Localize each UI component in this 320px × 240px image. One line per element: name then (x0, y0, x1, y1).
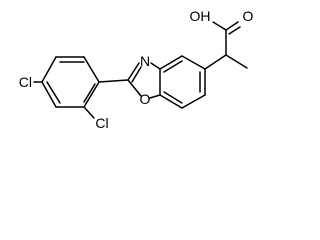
hydroxyl-label: OH (190, 8, 211, 24)
bond (41, 56, 57, 83)
bond (163, 91, 183, 104)
atom-labels: Cl Cl N O OH O (19, 8, 254, 131)
bond (131, 66, 142, 83)
bond (204, 54, 227, 70)
bond-lines (33, 21, 248, 119)
bond (163, 60, 183, 73)
chlorine-label-left: Cl (19, 74, 32, 90)
bond (83, 56, 100, 83)
bond (83, 83, 96, 103)
nitrogen-label: N (140, 53, 150, 69)
bond (127, 62, 140, 81)
chlorine-label-bottom: Cl (95, 115, 108, 131)
bond (228, 26, 241, 35)
bond (41, 81, 57, 108)
bond (225, 21, 239, 31)
bond (98, 79, 129, 83)
bond (159, 55, 183, 70)
bond (83, 106, 95, 119)
bond (149, 94, 161, 99)
chemical-structure: Cl Cl N O OH O (19, 8, 254, 131)
bond (159, 94, 183, 109)
bond (127, 79, 142, 97)
ring-oxygen-label: O (140, 91, 151, 107)
bond (83, 81, 100, 108)
bond (150, 62, 161, 70)
bond (46, 81, 61, 104)
bond (212, 21, 227, 31)
bond (225, 54, 248, 69)
bond (181, 94, 206, 109)
carbonyl-oxygen-label: O (243, 8, 254, 24)
bond (181, 55, 206, 70)
